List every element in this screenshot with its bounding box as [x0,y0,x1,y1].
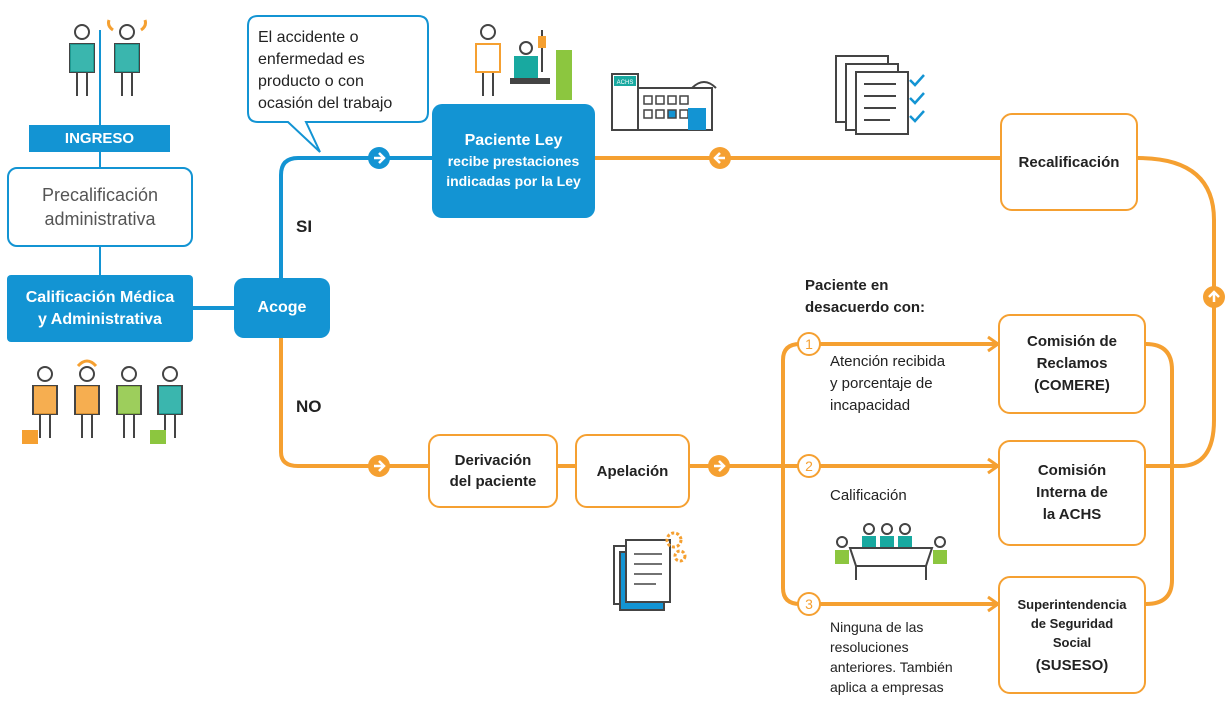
staff-top-icon [69,19,147,97]
speech-bubble [247,15,429,153]
hospital-building-icon: ACHS [611,73,717,131]
paciente-ley-line-1: Paciente Ley [464,132,563,149]
option-2-line-1: Calificación [830,487,907,504]
arrow-right-icon [708,455,730,477]
comere-box: Comisión de Reclamos (COMERE) [998,314,1146,414]
option-1-line-3: incapacidad [830,397,910,414]
documents-gear-icon [613,531,687,611]
paciente-ley-line-2: recibe prestaciones [447,153,580,169]
comere-line-2: Reclamos [1036,355,1108,372]
option-3-line-3: anteriores. También [830,659,953,675]
option-3-line-2: resoluciones [830,639,909,655]
precalificacion-box: Precalificación administrativa [7,167,193,247]
option-1-line-1: Atención recibida [830,353,946,370]
option-2-number: 2 [805,458,813,474]
bubble-line-4: ocasión del trabajo [258,95,392,112]
building-sign: ACHS [617,80,634,86]
arrow-right-icon [368,147,390,169]
derivacion-line-2: del paciente [449,473,537,490]
acoge-label: Acoge [257,299,307,316]
option-3-line-4: aplica a empresas [830,679,944,695]
comision-interna-line-2: Interna de [1036,484,1108,501]
comision-interna-line-1: Comisión [1037,462,1107,479]
recalificacion-box: Recalificación [1000,113,1138,211]
no-label: NO [296,397,322,416]
comision-interna-line-3: la ACHS [1042,506,1102,523]
suseso-line-1: Superintendencia [1017,597,1127,612]
apelacion-box: Apelación [575,434,690,508]
bubble-line-3: producto o con [258,73,364,90]
suseso-line-4: (SUSESO) [1035,657,1109,674]
bubble-line-1: El accidente o [258,29,359,46]
option-3-line-1: Ninguna de las [830,619,923,635]
paciente-ley-box: Paciente Ley recibe prestaciones indicad… [432,104,595,218]
recalificacion-label: Recalificación [1018,153,1120,171]
ingreso-box: INGRESO [29,125,170,152]
suseso-line-3: Social [1052,635,1092,650]
si-label: SI [296,217,312,236]
suseso-box: Superintendencia de Seguridad Social (SU… [998,576,1146,694]
option-number-badges: 1 2 3 [797,332,821,616]
arrow-up-icon [1203,286,1225,308]
meeting-table-icon [835,523,947,580]
calificacion-line-1: Calificación Médica [25,288,175,306]
staff-bottom-icon [22,359,183,444]
comere-line-1: Comisión de [1026,333,1117,350]
desacuerdo-title-line-2: desacuerdo con: [805,299,925,316]
option-1-line-2: y porcentaje de [830,375,933,392]
precalificacion-line-2: administrativa [44,209,156,229]
option-3-number: 3 [805,596,813,612]
connector-lines [99,30,1216,606]
doctor-patient-icon [475,24,572,100]
derivacion-line-1: Derivación [454,452,532,469]
acoge-box: Acoge [234,278,330,338]
paciente-ley-line-3: indicadas por la Ley [446,173,581,189]
calificacion-box: Calificación Médica y Administrativa [7,275,193,342]
apelacion-label: Apelación [596,462,669,480]
arrow-left-icon [709,147,731,169]
derivacion-box: Derivación del paciente [428,434,558,508]
desacuerdo-title-line-1: Paciente en [805,277,888,294]
bubble-line-2: enfermedad es [258,51,365,68]
checklist-icon [835,55,925,135]
arrow-right-icon [368,455,390,477]
comision-interna-box: Comisión Interna de la ACHS [998,440,1146,546]
comere-line-3: (COMERE) [1034,377,1110,394]
suseso-line-2: de Seguridad [1030,616,1114,631]
ingreso-label: INGRESO [64,130,135,147]
calificacion-line-2: y Administrativa [38,310,162,328]
precalificacion-line-1: Precalificación [41,185,159,205]
option-1-number: 1 [805,336,813,352]
